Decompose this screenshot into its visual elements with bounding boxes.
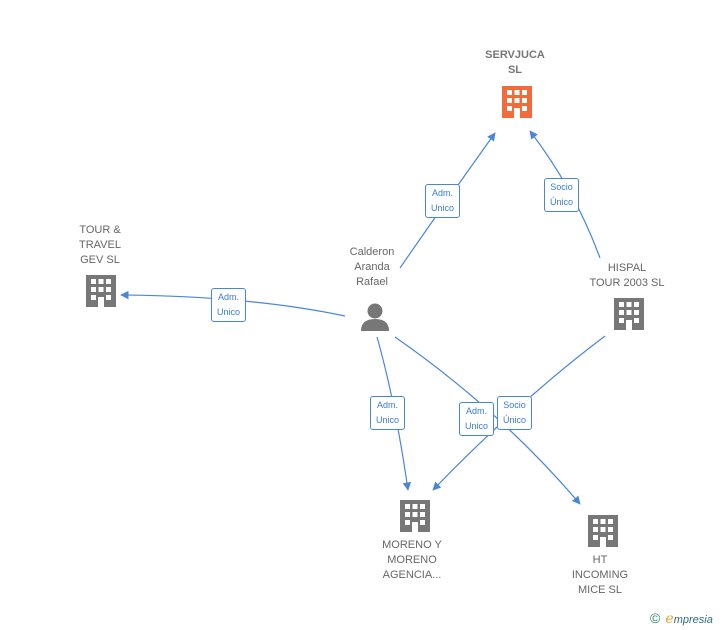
edge-label-calderon-moreno: Adm. Unico	[370, 396, 406, 430]
copyright-icon: ©	[650, 610, 661, 626]
edge-label-calderon-ht: Adm. Unico	[459, 402, 495, 436]
node-label-calderon[interactable]: Calderon Aranda Rafael	[349, 246, 395, 288]
node-label-moreno[interactable]: MORENO Y MORENO AGENCIA...	[382, 539, 442, 581]
node-label-servjuca[interactable]: SERVJUCA SL	[485, 49, 545, 76]
building-icon-moreno[interactable]	[400, 500, 430, 532]
brand-name[interactable]: mpresia	[673, 614, 713, 626]
edge-label-hispal-moreno: Socio Único	[497, 396, 533, 430]
building-icon-hispal[interactable]	[614, 298, 644, 330]
person-icon-calderon[interactable]	[361, 303, 389, 332]
edge-label-calderon-servjuca: Adm. Unico	[425, 184, 461, 218]
node-label-tour-travel[interactable]: TOUR & TRAVEL GEV SL	[79, 224, 121, 266]
building-icon-servjuca[interactable]	[502, 86, 532, 118]
node-label-ht[interactable]: HT INCOMING MICE SL	[571, 554, 629, 596]
brand-initial: e	[665, 611, 674, 627]
edge-label-hispal-servjuca: Socio Único	[544, 178, 580, 212]
building-icon-tour-travel[interactable]	[86, 275, 116, 307]
footer-copyright: © empresia	[650, 610, 713, 627]
building-icon-ht[interactable]	[588, 515, 618, 547]
node-label-hispal[interactable]: HISPAL TOUR 2003 SL	[589, 262, 665, 289]
edge-label-calderon-tour: Adm. Unico	[211, 288, 247, 322]
